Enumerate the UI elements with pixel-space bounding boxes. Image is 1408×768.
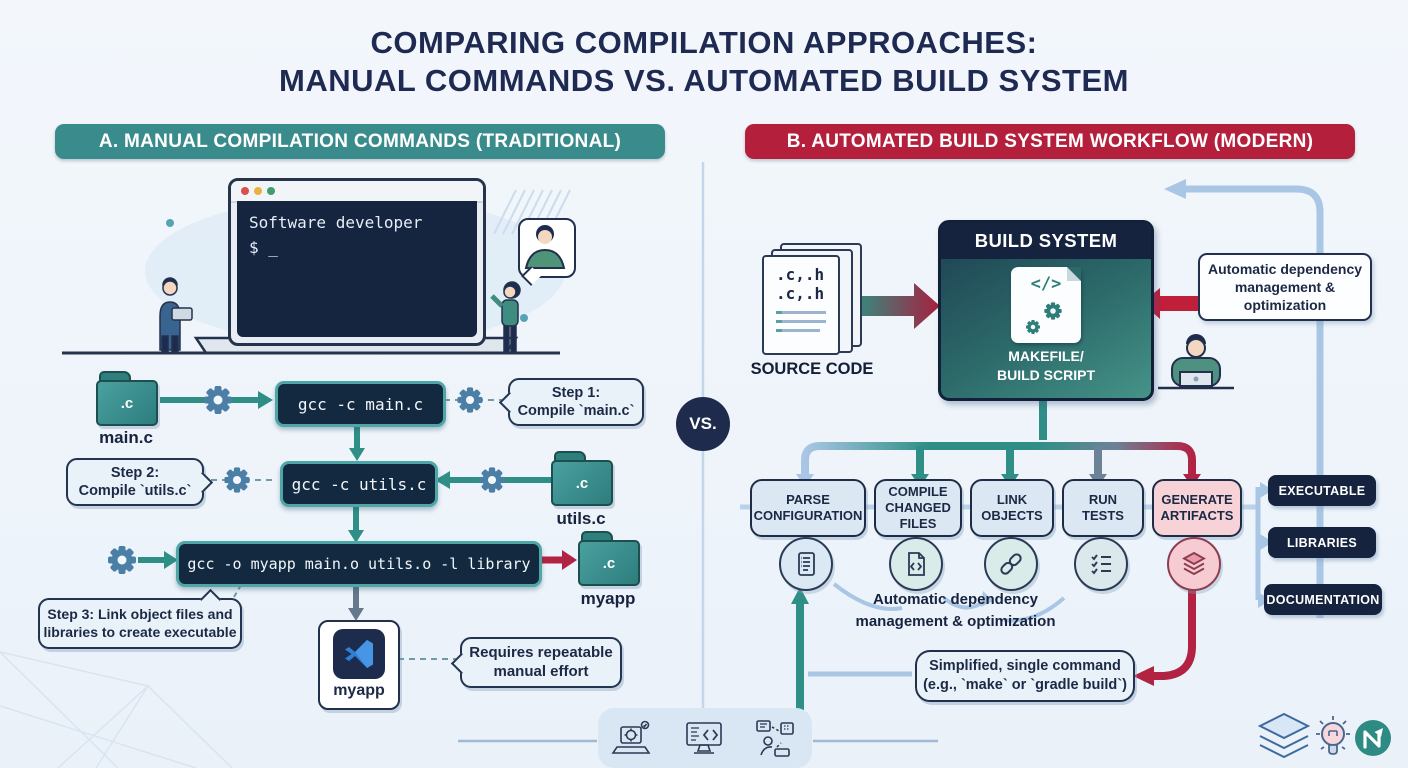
command-compile-main: gcc -c main.c (275, 381, 446, 427)
source-code-stack: .c,.h .c,.h (762, 243, 862, 358)
developer-avatar-icon (524, 225, 566, 269)
step1-bubble: Step 1: Compile `main.c` (498, 378, 644, 426)
link-icon (984, 537, 1038, 591)
source-folder-utils: .c (551, 451, 613, 506)
manual-effort-note: Requires repeatable manual effort (450, 637, 622, 688)
terminal-screen: Software developer $ _ (237, 201, 477, 337)
step3-text: Step 3: Link object files and libraries … (43, 606, 237, 640)
folder-label-main: main.c (99, 428, 153, 447)
build-script-icon: </> (1011, 267, 1081, 343)
simplified-command-note: Simplified, single command (e.g., `make`… (915, 650, 1135, 702)
output-folder-myapp: .c (578, 531, 640, 586)
step-link-objects: LINK OBJECTS (970, 479, 1054, 537)
source-code-label: SOURCE CODE (750, 360, 874, 378)
page-title-line2: MANUAL COMMANDS VS. AUTOMATED BUILD SYST… (279, 63, 1129, 98)
code-file-icon (889, 537, 943, 591)
source-page-front: .c,.h .c,.h (762, 255, 840, 355)
developer-at-laptop (1158, 334, 1234, 390)
command-compile-utils: gcc -c utils.c (280, 461, 438, 507)
section-header-automated: B. AUTOMATED BUILD SYSTEM WORKFLOW (MODE… (745, 124, 1355, 159)
gear-icons (1026, 302, 1062, 334)
folder-extension: .c (578, 540, 640, 586)
monitor-code-icon (686, 722, 722, 754)
output-executable: EXECUTABLE (1268, 475, 1376, 506)
dependency-note-box: Automatic dependency management & optimi… (1198, 253, 1372, 321)
laptop-gear-icon (611, 720, 651, 754)
page-title-line1: COMPARING COMPILATION APPROACHES: (370, 25, 1038, 60)
command-link: gcc -o myapp main.o utils.o -l library (176, 541, 542, 587)
output-documentation: DOCUMENTATION (1264, 584, 1382, 615)
step3-bubble: Step 3: Link object files and libraries … (38, 588, 242, 649)
config-doc-icon (779, 537, 833, 591)
step2-bubble: Step 2: Compile `utils.c` (66, 458, 214, 506)
footer-icon-panel (598, 708, 812, 768)
close-dot-icon (241, 187, 249, 195)
terminal-titlebar (231, 181, 483, 203)
build-system-box: BUILD SYSTEM </> MAKEFILE/ BUILD SCRIPT (938, 220, 1154, 401)
collaboration-icon (756, 720, 795, 757)
source-file-line1: .c,.h (776, 265, 825, 284)
step1-text: Step 1: Compile `main.c` (517, 384, 635, 419)
decor-dot (166, 219, 174, 227)
decor-dot (520, 314, 528, 322)
folder-label-myapp: myapp (580, 589, 636, 608)
build-system-title: BUILD SYSTEM (941, 223, 1151, 259)
auto-dependency-caption: Automatic dependency management & optimi… (855, 591, 1056, 630)
step-parse-configuration: PARSE CONFIGURATION (750, 479, 866, 537)
folder-label-utils: utils.c (556, 509, 606, 528)
developer-figures (159, 277, 521, 353)
vscode-icon (333, 629, 385, 679)
checklist-icon (1074, 537, 1128, 591)
build-system-subtitle: MAKEFILE/ BUILD SCRIPT (997, 348, 1095, 383)
myapp-card: myapp (318, 620, 400, 710)
maximize-dot-icon (267, 187, 275, 195)
code-glyph: </> (1030, 274, 1062, 294)
layers-stack-icon (1257, 712, 1311, 759)
step-compile-changed-files: COMPILE CHANGED FILES (874, 479, 962, 537)
folder-extension: .c (551, 460, 613, 506)
page-fold (1067, 267, 1081, 281)
vs-badge: VS. (676, 397, 730, 451)
step-generate-artifacts: GENERATE ARTIFACTS (1152, 479, 1242, 537)
step2-text: Step 2: Compile `utils.c` (78, 464, 192, 499)
layers-icon (1167, 537, 1221, 591)
decor-hash-marks (493, 189, 571, 235)
terminal-prompt: $ _ (249, 237, 278, 257)
folder-extension: .c (96, 380, 158, 426)
lightbulb-icon (1316, 716, 1350, 755)
step-run-tests: RUN TESTS (1062, 479, 1144, 537)
output-libraries: LIBRARIES (1268, 527, 1376, 558)
section-header-manual: A. MANUAL COMPILATION COMMANDS (TRADITIO… (55, 124, 665, 159)
app-label: myapp (333, 682, 385, 699)
decor-polygon (0, 651, 233, 768)
minimize-dot-icon (254, 187, 262, 195)
manual-effort-text: Requires repeatable manual effort (469, 643, 613, 680)
terminal-line1: Software developer (249, 213, 423, 232)
developer-avatar-bubble (518, 218, 576, 286)
source-file-line2: .c,.h (776, 284, 825, 303)
terminal-window: Software developer $ _ (228, 178, 486, 346)
source-folder-main: .c (96, 371, 158, 426)
brand-logo-icon (1355, 720, 1391, 756)
page-title: COMPARING COMPILATION APPROACHES: MANUAL… (0, 24, 1408, 100)
